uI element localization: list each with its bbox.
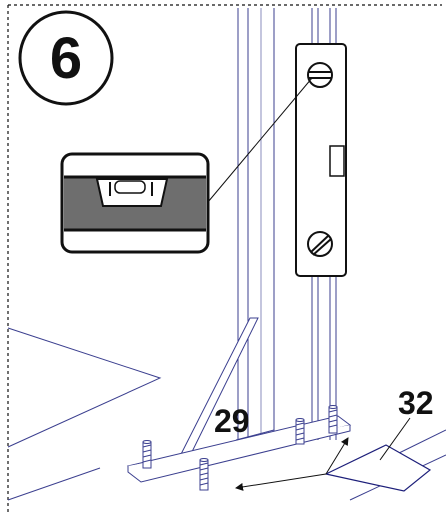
base-plate xyxy=(126,415,352,483)
magnify-leader-line xyxy=(207,77,313,203)
vertical-column xyxy=(237,8,275,440)
shim-plate xyxy=(324,444,432,492)
bolt xyxy=(328,405,338,434)
step-number-badge: 6 xyxy=(18,10,114,106)
placement-arrows xyxy=(235,437,349,491)
bottom-vial-icon xyxy=(307,231,333,257)
spirit-level-icon xyxy=(295,43,347,277)
bolt xyxy=(142,440,152,469)
dashed-border xyxy=(7,4,442,515)
bolt xyxy=(199,458,209,491)
part-label-29: 29 xyxy=(214,403,250,439)
part-label-32: 32 xyxy=(398,385,434,421)
step-number: 6 xyxy=(50,26,82,91)
top-vial-icon xyxy=(307,62,333,88)
label-32-leader xyxy=(379,417,411,461)
anchor-bolts xyxy=(142,405,338,491)
bolt xyxy=(295,418,305,445)
bubble-vial-icon xyxy=(60,152,210,254)
